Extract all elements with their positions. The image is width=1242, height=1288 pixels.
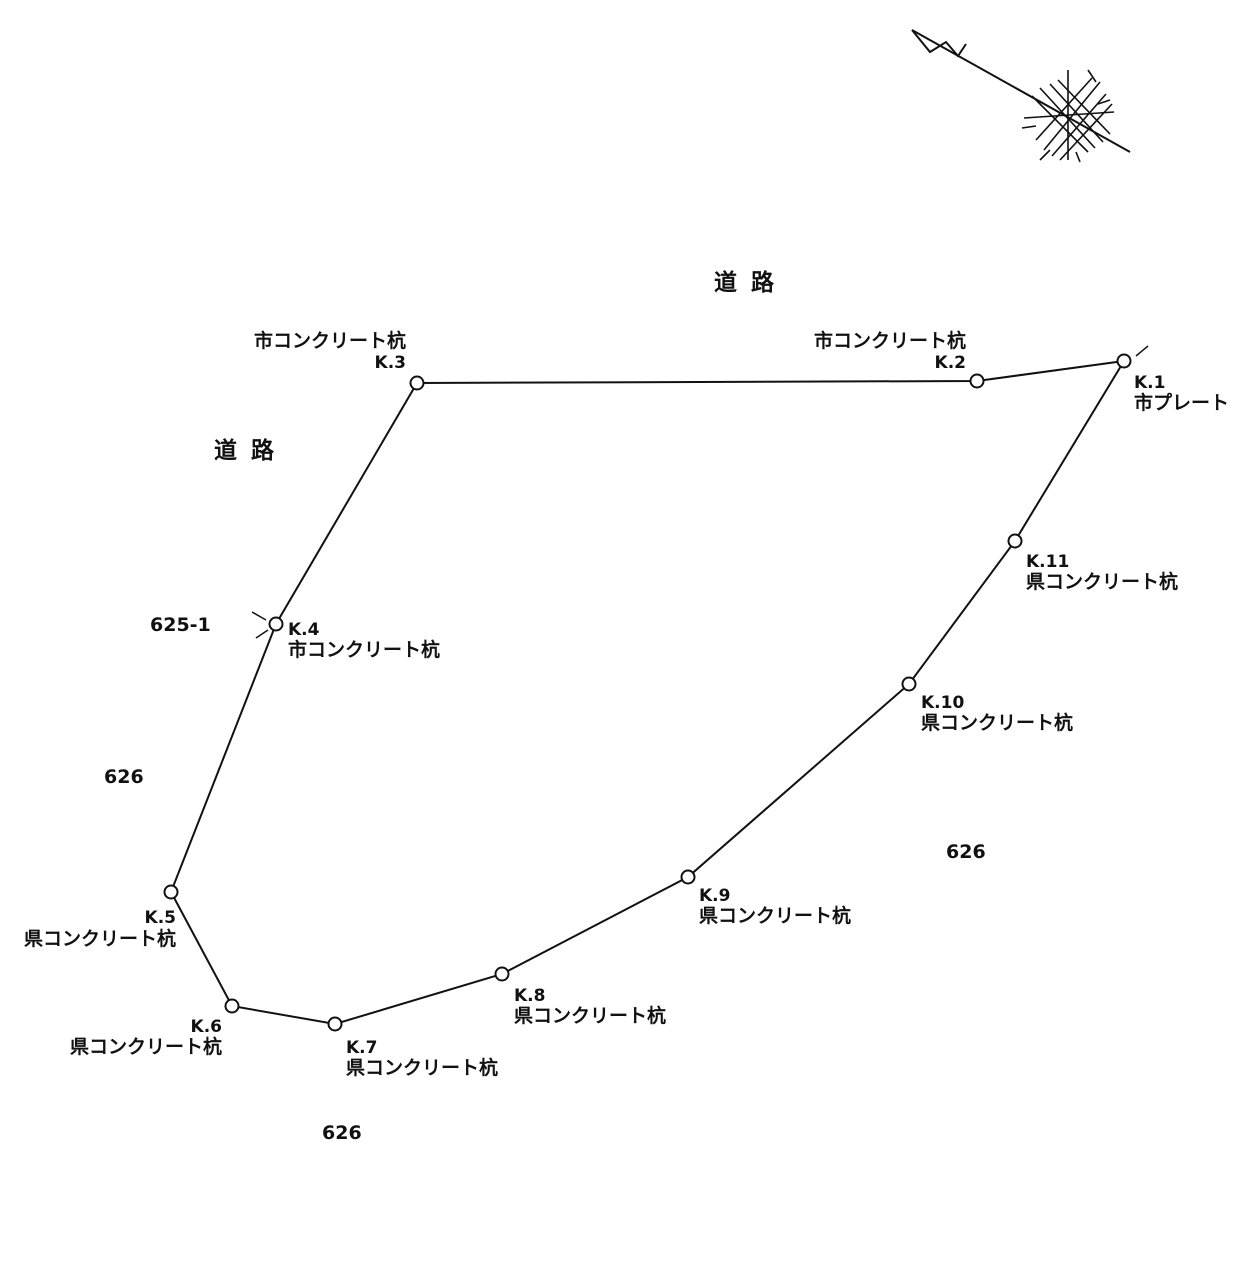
point-marker-k2: 市コンクリート杭 bbox=[813, 330, 966, 352]
point-id-k3: K.3 bbox=[374, 353, 406, 373]
point-id-k11: K.11 bbox=[1026, 552, 1070, 572]
road-label-left: 道路 bbox=[214, 438, 288, 464]
survey-point-k9 bbox=[680, 869, 696, 885]
road-label-top: 道路 bbox=[714, 270, 788, 296]
point-id-k5: K.5 bbox=[144, 908, 176, 928]
point-id-k8: K.8 bbox=[514, 986, 546, 1006]
north-arrow-icon bbox=[911, 29, 1131, 163]
point-marker-k8: 県コンクリート杭 bbox=[514, 1005, 667, 1027]
point-marker-k9: 県コンクリート杭 bbox=[699, 905, 852, 927]
point-marker-k10: 県コンクリート杭 bbox=[921, 712, 1074, 734]
survey-point-k7 bbox=[327, 1016, 343, 1032]
survey-point-k1 bbox=[1116, 353, 1132, 369]
boundary-ticks bbox=[251, 345, 1149, 639]
point-marker-k4: 市コンクリート杭 bbox=[288, 639, 441, 661]
lot-number: 626 bbox=[946, 841, 986, 863]
point-id-k10: K.10 bbox=[921, 693, 965, 713]
survey-point-k10 bbox=[901, 676, 917, 692]
survey-point-k4 bbox=[268, 616, 284, 632]
point-id-k1: K.1 bbox=[1134, 373, 1166, 393]
point-id-k9: K.9 bbox=[699, 886, 731, 906]
point-marker-k1: 市プレート bbox=[1134, 392, 1230, 414]
survey-point-k11 bbox=[1007, 533, 1023, 549]
point-marker-k5: 県コンクリート杭 bbox=[23, 928, 176, 950]
point-marker-k7: 県コンクリート杭 bbox=[346, 1057, 499, 1079]
survey-point-k6 bbox=[224, 998, 240, 1014]
lot-number: 626 bbox=[322, 1122, 362, 1144]
point-marker-k6: 県コンクリート杭 bbox=[69, 1036, 222, 1058]
point-id-k7: K.7 bbox=[346, 1038, 378, 1058]
point-id-k2: K.2 bbox=[934, 353, 966, 373]
boundary-line bbox=[169, 359, 1126, 1026]
point-marker-k3: 市コンクリート杭 bbox=[253, 330, 406, 352]
lot-number: 626 bbox=[104, 766, 144, 788]
point-id-k4: K.4 bbox=[288, 620, 320, 640]
survey-point-k5 bbox=[163, 884, 179, 900]
survey-point-k3 bbox=[409, 375, 425, 391]
survey-point-k2 bbox=[969, 373, 985, 389]
lot-number: 625-1 bbox=[150, 614, 211, 636]
survey-point-k8 bbox=[494, 966, 510, 982]
point-marker-k11: 県コンクリート杭 bbox=[1026, 571, 1179, 593]
point-id-k6: K.6 bbox=[190, 1017, 222, 1037]
